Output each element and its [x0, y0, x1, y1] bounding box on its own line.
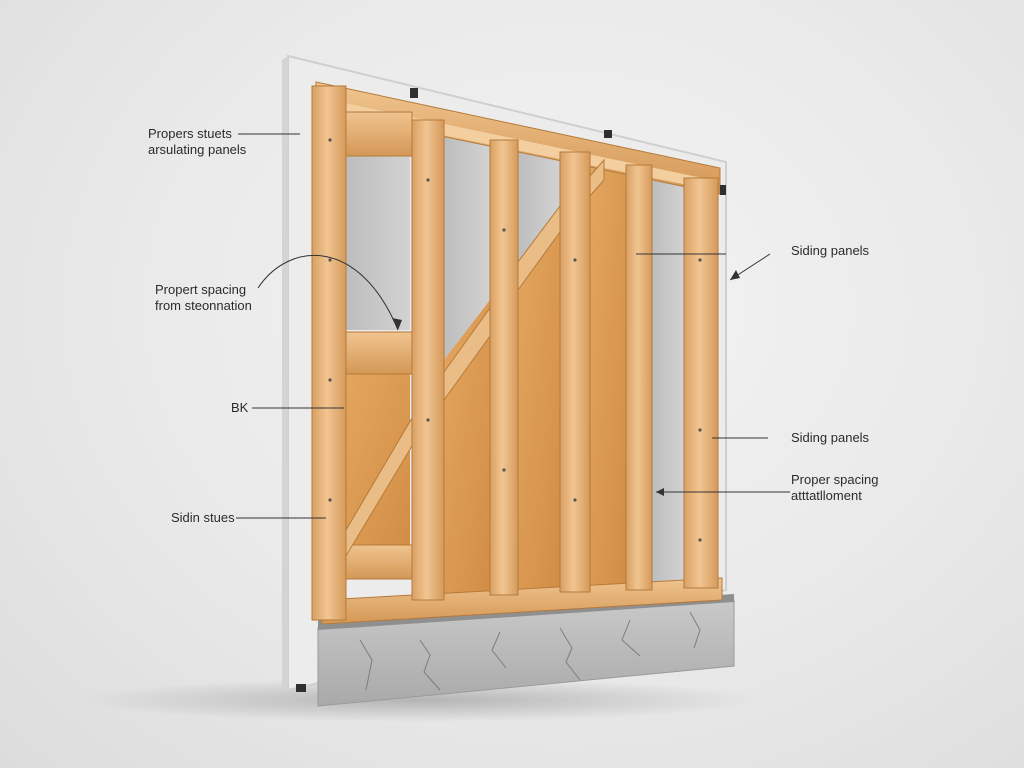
- callout-right-lower: Proper spacing atttatlloment: [791, 472, 878, 504]
- callout-top-left-line1: Propers stuets: [148, 126, 232, 141]
- callout-right-lower-line1: Proper spacing: [791, 472, 879, 487]
- callout-top-left: Propers stuets arsulating panels: [148, 126, 246, 158]
- callout-top-left-line2: arsulating panels: [148, 142, 247, 157]
- callout-mid-left-line2: from steonnation: [155, 298, 252, 313]
- insulation-bays: [346, 135, 684, 583]
- callout-mid-left-line1: Propert spacing: [155, 282, 247, 297]
- left-end-stud: [311, 85, 347, 621]
- callout-right-upper-text: Siding panels: [791, 243, 870, 258]
- floor-shadow: [80, 678, 760, 722]
- callout-bk-text: BK: [231, 400, 249, 415]
- right-end-stud: [683, 177, 719, 589]
- wall-studs: [411, 119, 653, 601]
- callout-mid-left: Propert spacing from steonnation: [155, 282, 252, 314]
- callout-bottom-left-text: Sidin stues: [171, 510, 235, 525]
- sheathing-edge: [282, 56, 288, 692]
- callout-right-middle-text: Siding panels: [791, 430, 870, 445]
- blocking: [345, 111, 413, 580]
- callout-bottom-left: Sidin stues: [171, 510, 235, 526]
- fasteners: [328, 138, 702, 542]
- leader-arrowheads: [392, 270, 740, 496]
- leader-lines: [236, 133, 790, 519]
- diagonal-braces: [345, 158, 605, 558]
- callout-bk: BK: [231, 400, 248, 416]
- callout-right-upper: Siding panels: [791, 243, 869, 259]
- callout-right-lower-line2: atttatlloment: [791, 488, 862, 503]
- callout-right-middle: Siding panels: [791, 430, 869, 446]
- metal-clips: [296, 88, 726, 692]
- concrete-cracks: [359, 611, 701, 691]
